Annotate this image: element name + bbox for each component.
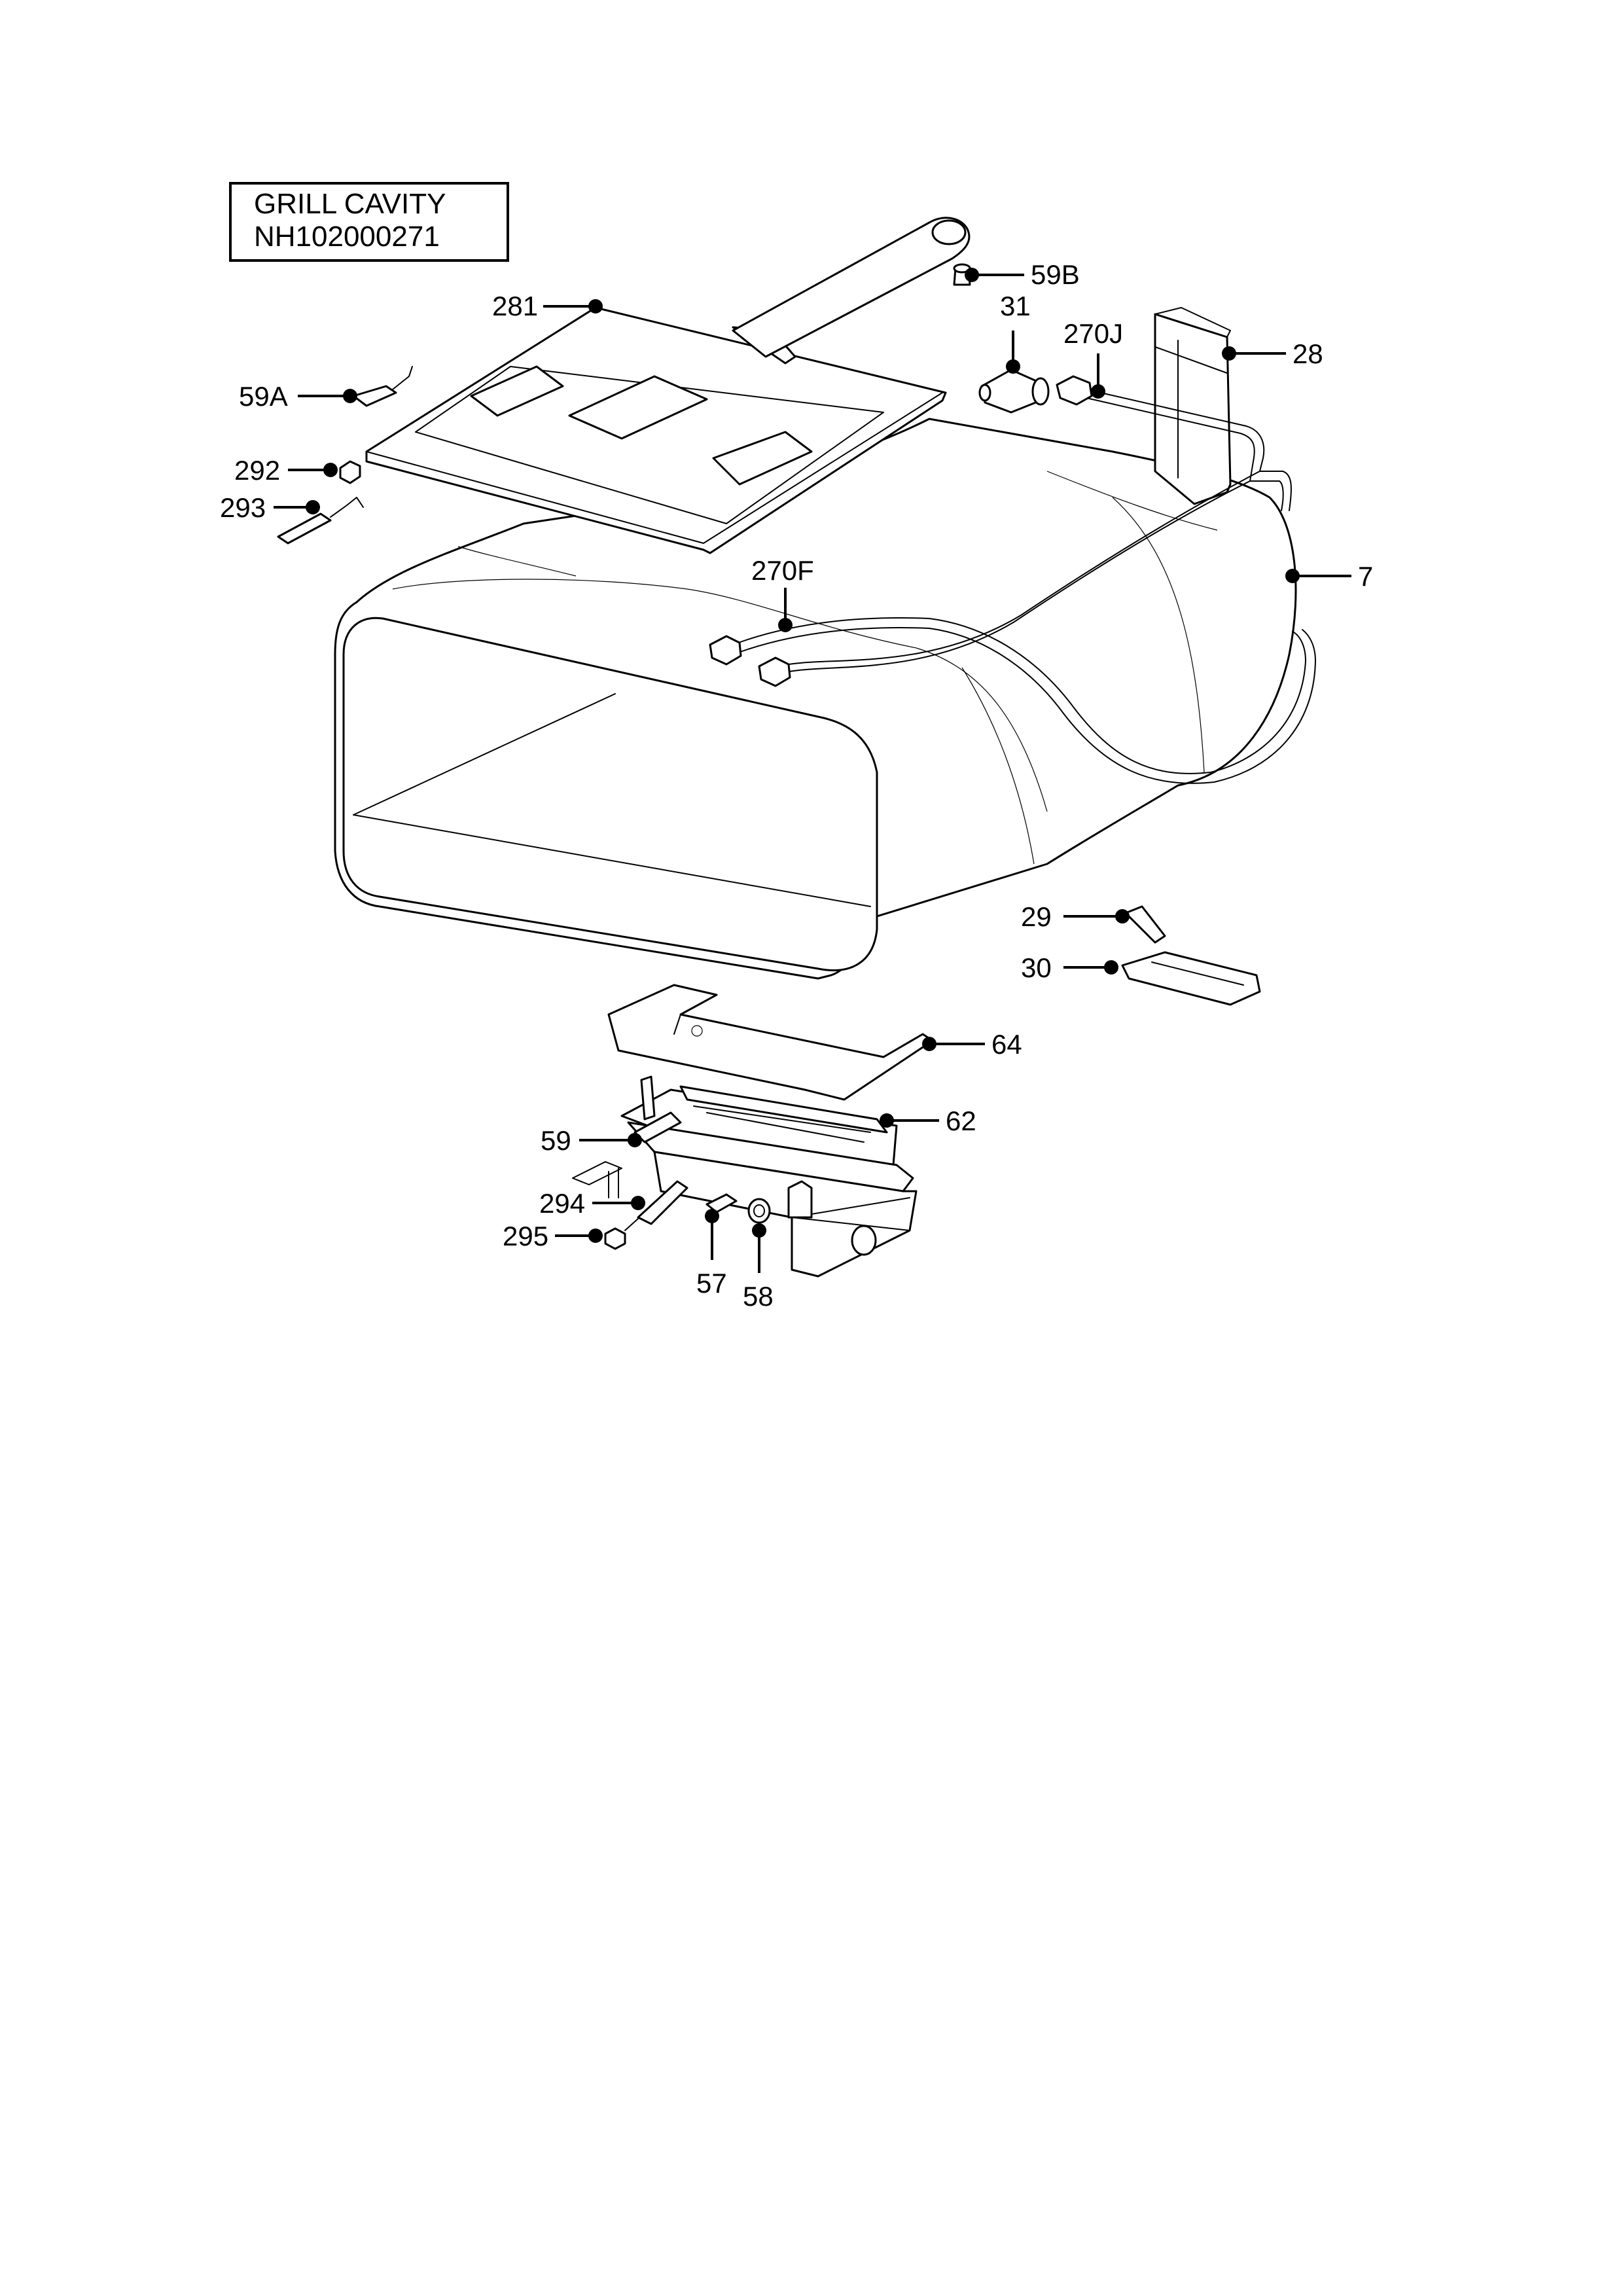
- duct-28: [1154, 307, 1232, 505]
- svg-text:295: 295: [503, 1221, 548, 1251]
- callout-59: 59: [541, 1125, 642, 1156]
- gas-pipe: [709, 375, 1316, 784]
- svg-text:57: 57: [696, 1268, 727, 1299]
- title-line-1: GRILL CAVITY: [254, 188, 446, 220]
- thermocouple-294: [624, 1180, 688, 1231]
- svg-text:28: 28: [1293, 338, 1323, 369]
- grill-cavity-body: [334, 418, 1297, 980]
- svg-text:59A: 59A: [239, 381, 288, 412]
- svg-text:58: 58: [743, 1281, 774, 1312]
- callout-59A: 59A: [239, 381, 357, 412]
- valve-body: [572, 1121, 918, 1278]
- burner-assembly-62: [620, 1075, 898, 1173]
- washer-58: [747, 1198, 771, 1224]
- svg-text:62: 62: [946, 1105, 976, 1136]
- callout-59B: 59B: [965, 259, 1080, 290]
- svg-text:293: 293: [220, 492, 266, 523]
- callout-7: 7: [1285, 561, 1373, 592]
- title-box: GRILL CAVITY NH102000271: [229, 182, 509, 262]
- svg-text:292: 292: [234, 455, 280, 486]
- callout-294: 294: [539, 1188, 645, 1219]
- callout-270F: 270F: [751, 555, 814, 632]
- svg-text:270J: 270J: [1063, 318, 1123, 349]
- bracket-29: [1124, 905, 1166, 944]
- thermocouple-293: [277, 497, 364, 545]
- svg-text:294: 294: [539, 1188, 585, 1219]
- callout-62: 62: [880, 1105, 976, 1136]
- t-fitting-31: [978, 368, 1050, 414]
- electrode-59A: [352, 366, 413, 407]
- callout-57: 57: [696, 1209, 727, 1299]
- callout-28: 28: [1222, 338, 1323, 369]
- burner-tube: [732, 217, 971, 358]
- callout-293: 293: [220, 492, 320, 523]
- heat-shield-64: [607, 984, 934, 1101]
- svg-text:59B: 59B: [1031, 259, 1080, 290]
- svg-text:281: 281: [492, 291, 538, 321]
- callout-292: 292: [234, 455, 338, 486]
- svg-text:270F: 270F: [751, 555, 814, 586]
- callout-29: 29: [1021, 901, 1130, 932]
- callout-30: 30: [1021, 952, 1118, 983]
- svg-text:29: 29: [1021, 901, 1052, 932]
- top-plate: [365, 306, 947, 554]
- svg-text:31: 31: [1000, 291, 1031, 321]
- callout-64: 64: [922, 1029, 1022, 1060]
- title-line-2: NH102000271: [254, 221, 440, 253]
- nut-295: [604, 1227, 626, 1250]
- screw-59B: [953, 263, 971, 286]
- svg-text:64: 64: [991, 1029, 1022, 1060]
- svg-text:30: 30: [1021, 952, 1052, 983]
- svg-text:7: 7: [1358, 561, 1373, 592]
- callout-31: 31: [1000, 291, 1031, 374]
- callout-295: 295: [503, 1221, 603, 1251]
- callout-270J: 270J: [1063, 318, 1123, 399]
- callout-58: 58: [743, 1223, 774, 1312]
- svg-text:59: 59: [541, 1125, 571, 1156]
- callout-281: 281: [492, 291, 603, 321]
- nut-292: [339, 460, 361, 484]
- bracket-30: [1121, 951, 1261, 1006]
